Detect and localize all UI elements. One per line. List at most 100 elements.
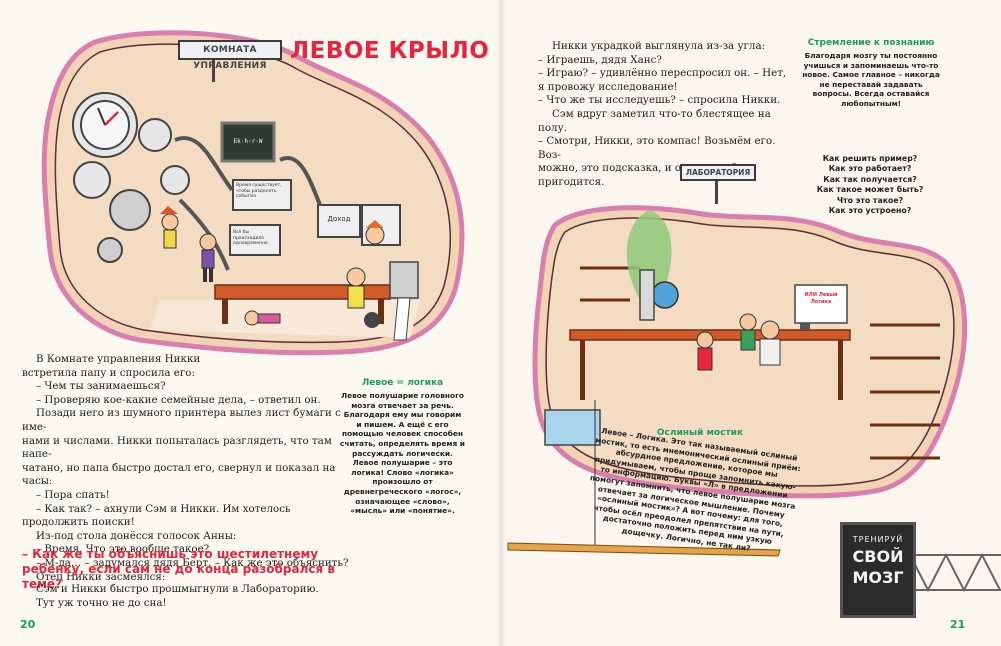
uncle-hans-figure	[759, 320, 781, 366]
quote-text: – Как же ты объяснишь это шестилетнему р…	[22, 547, 335, 591]
story-line: встретила папу и спросила его:	[22, 366, 195, 379]
gauge-cluster	[72, 92, 190, 263]
story-line: можно, это подсказка, и он нам ещё приго…	[538, 162, 738, 188]
page-number-left: 20	[20, 618, 36, 631]
desk-leg-2	[378, 299, 384, 324]
uncle-figure	[365, 220, 385, 245]
story-line: Сэм вдруг заметил что-то блестящее на по…	[538, 107, 771, 134]
sidebar-logic-text: Левое полушарие головного мозга отвечает…	[340, 391, 465, 516]
desk-leg-1	[222, 299, 228, 324]
right-page: Никки украдкой выглянула из-за угла: – И…	[500, 0, 1001, 646]
story-line: – Играю? – удивлённо переспросил он. – Н…	[538, 67, 787, 80]
story-line: Никки украдкой выглянула из-за угла:	[552, 40, 766, 52]
board-line-3: МОЗГ	[852, 568, 904, 587]
monitor-1	[232, 179, 292, 211]
gauge-small-1	[138, 118, 172, 152]
water-tank	[544, 409, 601, 446]
chalkboard-text: Ek·h·r·W	[233, 138, 263, 145]
lab-table-leg-2	[838, 340, 843, 400]
story-line: – Чем ты занимаешься?	[36, 380, 166, 393]
laboratory-illustration	[507, 180, 1001, 593]
sign-post	[212, 58, 215, 82]
gauge-small-3	[160, 165, 190, 195]
sidebar-mnemonic-title: Ослиный мостик	[656, 428, 744, 438]
story-line: чатано, но папа быстро достал его, сверн…	[22, 461, 336, 488]
question-item: Как это устроено?	[828, 206, 912, 216]
boy-figure	[199, 233, 217, 282]
story-line: Позади него из шумного принтера вылез ли…	[22, 407, 341, 433]
question-item: Что это такое?	[836, 195, 904, 205]
sidebar-curiosity: Стремление к познанию Благодаря мозгу ты…	[802, 38, 940, 109]
room-floor	[150, 300, 420, 338]
story-line: Тут уж точно не до сна!	[36, 596, 167, 609]
sidebar-logic-title: Левое = логика	[361, 378, 444, 388]
story-line: – М-да… – задумался дядя Берт. – Как же …	[36, 556, 349, 569]
question-item: Как это работает?	[828, 164, 912, 174]
monitor-2-text: Всё бы происходило одновременно	[233, 230, 268, 246]
monitor-3-text: Доход	[327, 215, 351, 223]
board-line-2: СВОЙ	[852, 547, 904, 566]
sidebar-mnemonic: Ослиный мостик Левое – Логика. Это так н…	[589, 426, 805, 553]
clock-hand-2	[97, 107, 106, 126]
story-line: продолжить поиски!	[22, 516, 135, 529]
story-text-right: Никки украдкой выглянула из-за угла: – И…	[538, 40, 798, 190]
page-title: ЛЕВОЕ КРЫЛО	[290, 38, 490, 64]
story-line: Из-под стола донёсся голосок Анны:	[36, 529, 237, 542]
story-line: В Комнате управления Никки	[36, 353, 201, 365]
shelf-right	[870, 323, 940, 460]
sidebar-curiosity-text: Благодаря мозгу ты постоянно учишься и з…	[802, 51, 940, 108]
girl-figure	[160, 206, 179, 249]
nikki-figure	[696, 331, 714, 371]
book-gutter	[496, 0, 506, 646]
story-line: Сэм и Никки быстро прошмыгнули в Лаборат…	[36, 583, 319, 595]
story-line: – Как так? – ахнули Сэм и Никки. Им хоте…	[36, 502, 291, 515]
story-line: – Что же ты исследуешь? – спросила Никки…	[538, 94, 781, 107]
sam-figure	[739, 313, 757, 351]
page-number-right: 21	[950, 618, 966, 631]
sidebar-curiosity-title: Стремление к познанию	[807, 38, 935, 48]
story-line: Отец Никки засмеялся:	[36, 570, 166, 583]
control-room-sign-label: КОМНАТА УПРАВЛЕНИЯ	[193, 45, 267, 71]
girder	[909, 552, 1001, 593]
question-item: Как так получается?	[823, 174, 917, 184]
chalkboard-frame	[220, 121, 276, 163]
gear-2	[97, 237, 123, 263]
pipe-1	[174, 136, 234, 192]
story-end-left: Сэм и Никки быстро прошмыгнули в Лаборат…	[22, 583, 352, 610]
story-line: я провожу исследование!	[538, 80, 678, 93]
dad-figure	[346, 267, 380, 328]
clock-hand	[104, 111, 119, 126]
plank	[507, 542, 781, 557]
control-room-illustration	[41, 30, 465, 356]
pipe-3	[279, 156, 322, 206]
printer	[389, 261, 419, 299]
laboratory-sign-label: ЛАБОРАТОРИЯ	[685, 168, 751, 177]
control-room-sign: КОМНАТА УПРАВЛЕНИЯ	[178, 40, 282, 71]
monitor-3	[317, 204, 361, 238]
anna-figure	[244, 310, 281, 326]
left-page: КОМНАТА УПРАВЛЕНИЯ ЛЕВОЕ КРЫЛО Ek·h·r·W …	[0, 0, 500, 646]
poster	[794, 284, 848, 324]
question-item: Как решить пример?	[822, 154, 918, 163]
story-line: нами и числами. Никки попыталась разгляд…	[22, 434, 332, 461]
questions-list: Как решить пример? Как это работает? Как…	[810, 154, 930, 216]
train-brain-board: ТРЕНИРУЙ СВОЙ МОЗГ	[840, 522, 916, 618]
printer-paper	[393, 297, 411, 341]
globe	[651, 281, 679, 309]
sidebar-mnemonic-text: Левое – Логика. Это так называемый ослин…	[589, 426, 802, 553]
story-line: – Играешь, дядя Ханс?	[538, 53, 662, 66]
gear-1	[109, 189, 151, 231]
laboratory-sign: ЛАБОРАТОРИЯ	[680, 164, 756, 181]
question-item: Как такое может быть?	[816, 185, 924, 195]
lab-sign-post	[715, 180, 718, 204]
story-line: – Пора спать!	[36, 488, 110, 501]
quote-block: – Как же ты объяснишь это шестилетнему р…	[22, 547, 372, 592]
monitor-1-text: Время существует, чтобы разделять событи…	[236, 183, 282, 199]
story-line: – Время. Что это вообще такое?	[36, 543, 210, 556]
poster-text: ИЛИ Левый Логика	[804, 292, 838, 305]
story-text-left: В Комнате управления Никки встретила пап…	[22, 353, 352, 584]
story-line: – Проверяю кое-какие семейные дела, – от…	[36, 393, 321, 406]
monitor-2	[229, 224, 281, 256]
board-line-1: ТРЕНИРУЙ	[852, 535, 904, 544]
green-plant	[626, 210, 672, 300]
